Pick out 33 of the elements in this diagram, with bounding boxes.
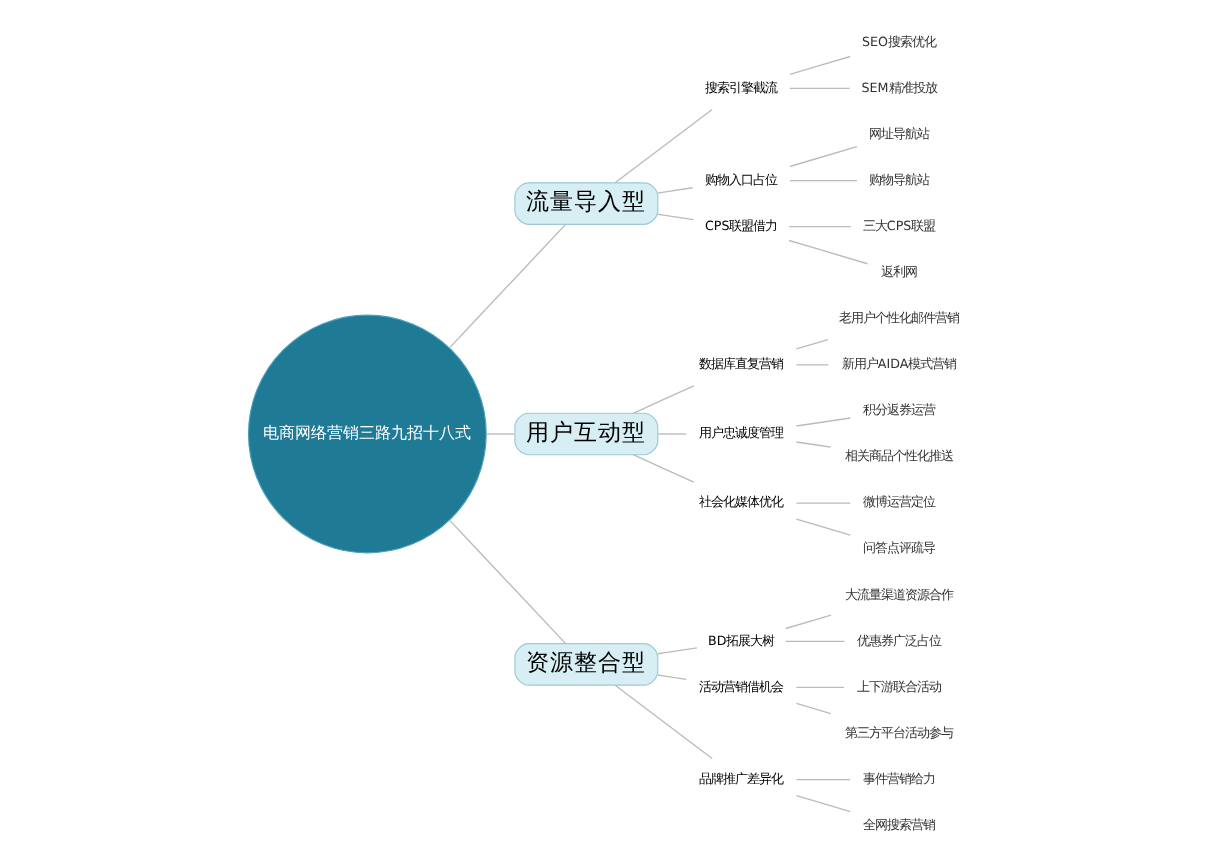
node-box: 资源整合型 <box>513 643 658 686</box>
connector <box>794 702 831 715</box>
connector <box>788 55 850 75</box>
node-box: 用户互动型 <box>513 412 658 456</box>
connector <box>794 778 850 781</box>
connector <box>787 225 851 228</box>
connector <box>794 794 850 813</box>
connector <box>794 502 850 504</box>
connector <box>613 684 712 760</box>
connector <box>794 338 828 350</box>
connector <box>784 640 844 643</box>
connector <box>788 145 857 168</box>
connector <box>447 519 566 645</box>
connector <box>656 433 687 435</box>
connector <box>794 364 829 366</box>
connector <box>656 647 697 655</box>
connector <box>447 223 566 349</box>
connector <box>794 417 850 427</box>
connector <box>788 179 857 182</box>
connector <box>484 433 515 435</box>
connector <box>794 518 850 536</box>
connector <box>784 614 831 630</box>
connector <box>794 441 831 448</box>
connector <box>631 385 694 414</box>
connector <box>656 187 693 194</box>
connector <box>788 87 850 90</box>
connector <box>631 454 694 483</box>
connector <box>656 213 694 221</box>
connector <box>613 108 712 184</box>
connector <box>787 239 868 265</box>
connector <box>794 686 844 689</box>
connector <box>656 674 687 680</box>
node-box: 流量导入型 <box>513 182 658 225</box>
